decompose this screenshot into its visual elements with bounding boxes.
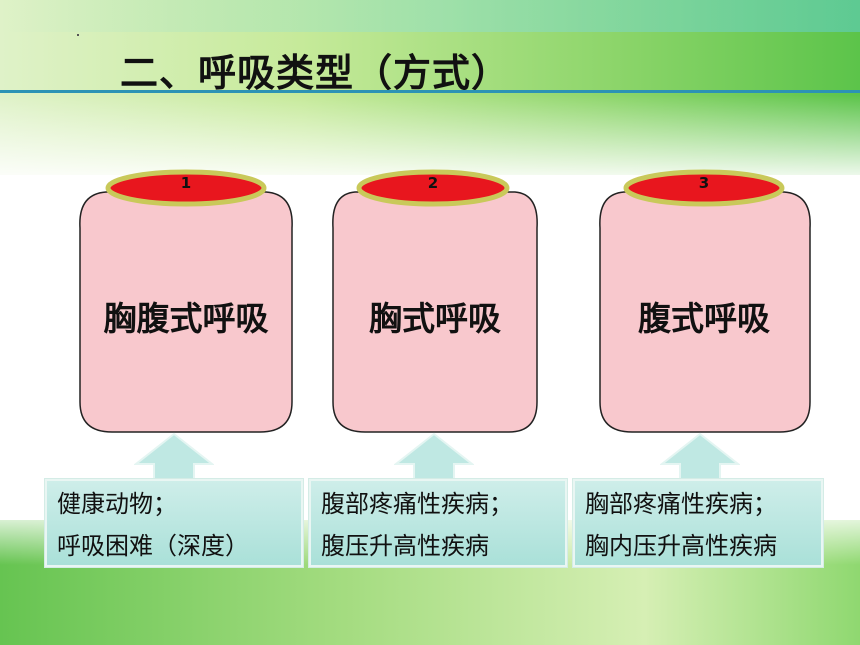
breathing-type-card-3: 3 腹式呼吸 [584, 166, 824, 446]
up-arrow-icon [660, 432, 740, 482]
note-line: 健康动物； [57, 490, 177, 518]
jar-shape [332, 169, 538, 433]
note-line: 腹部疼痛性疾病； [321, 490, 513, 518]
note-line: 呼吸困难（深度） [57, 532, 249, 560]
note-line: 胸内压升高性疾病 [585, 532, 777, 560]
up-arrow-icon [134, 432, 214, 482]
type-label: 腹式呼吸 [638, 299, 770, 338]
jar-shape [599, 169, 811, 433]
jar-shape [79, 169, 293, 433]
title-divider [0, 90, 860, 93]
condition-note-2: 腹部疼痛性疾病； 腹压升高性疾病 [308, 478, 568, 568]
up-arrow-icon [394, 432, 474, 482]
condition-note-3: 胸部疼痛性疾病； 胸内压升高性疾病 [572, 478, 824, 568]
type-label: 胸式呼吸 [369, 299, 501, 338]
note-line: 腹压升高性疾病 [321, 532, 489, 560]
breathing-type-card-2: 2 胸式呼吸 [315, 166, 555, 446]
note-line: 胸部疼痛性疾病； [585, 490, 777, 518]
type-number: 3 [698, 174, 710, 192]
type-number: 1 [180, 174, 192, 192]
condition-note-1: 健康动物； 呼吸困难（深度） [44, 478, 304, 568]
breathing-type-card-1: 1 胸腹式呼吸 [66, 166, 306, 446]
type-number: 2 [427, 174, 439, 192]
type-label: 胸腹式呼吸 [103, 299, 269, 338]
page-title: 二、呼吸类型（方式） [120, 51, 511, 95]
slide-dot [77, 34, 79, 36]
